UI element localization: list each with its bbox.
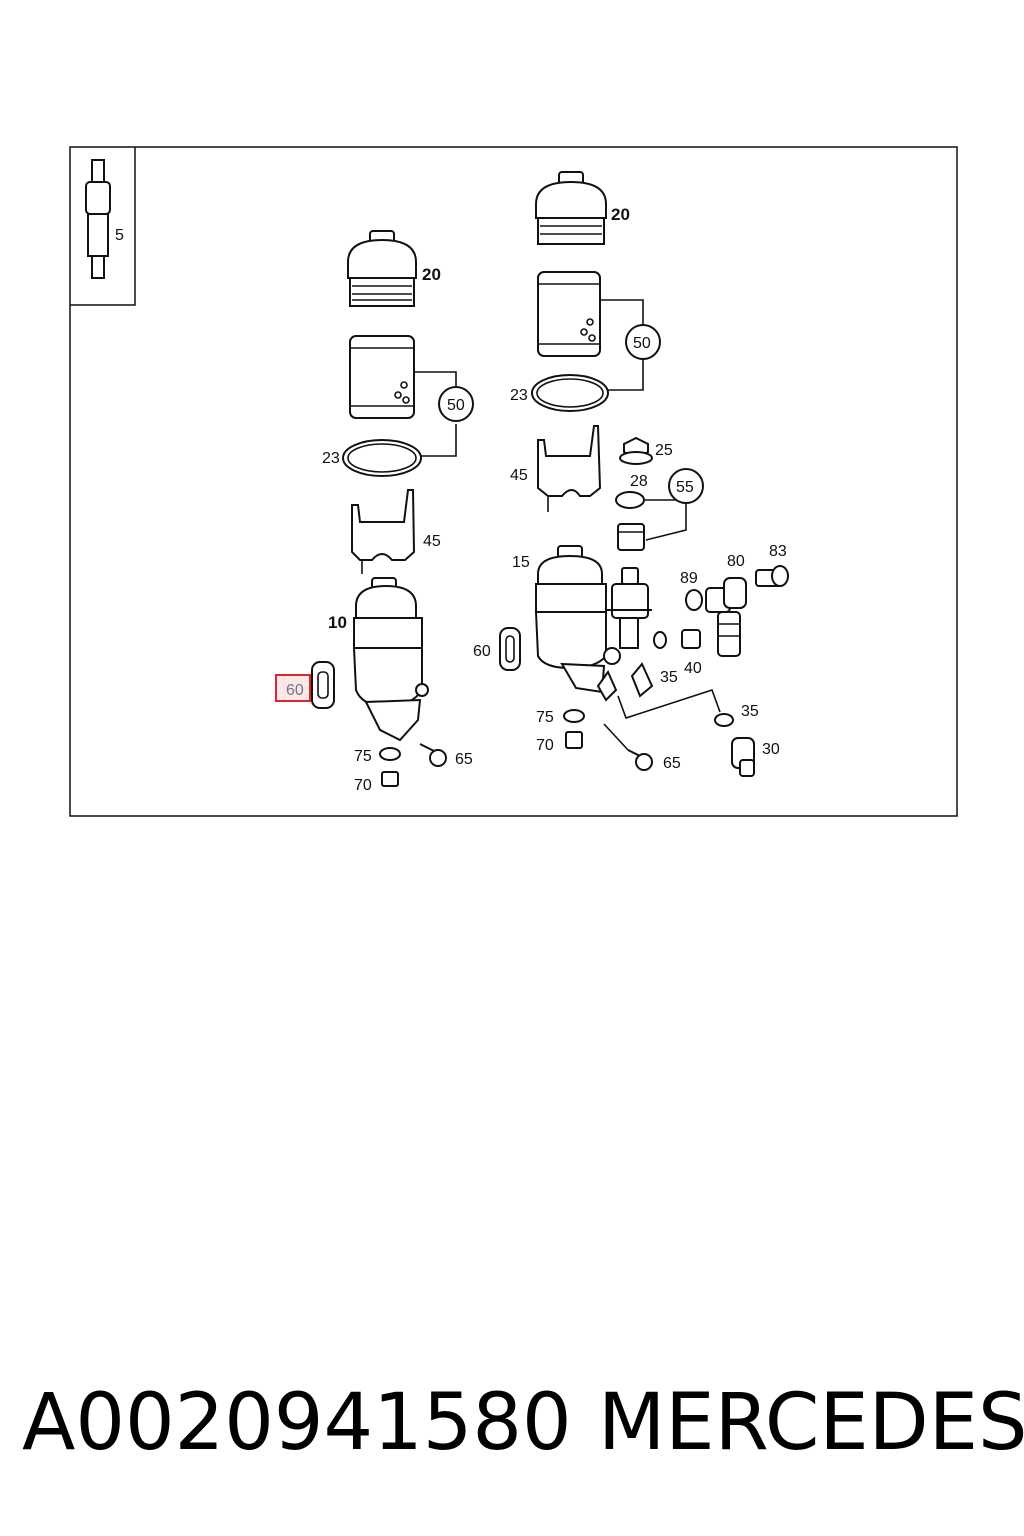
right-ring-23: 23 [510, 374, 609, 412]
left-small-parts: 75 70 65 [354, 743, 473, 794]
label-r-89: 89 [680, 570, 698, 587]
parts-diagram: 5 20 50 23 45 10 [69, 146, 958, 817]
label-r-35b: 35 [741, 703, 759, 720]
label-l-65: 65 [455, 751, 473, 768]
left-filter-element: 50 [349, 335, 474, 457]
right-cap-20: 20 [535, 171, 630, 245]
label-r-20: 20 [611, 205, 630, 224]
right-plug-25: 25 [619, 436, 673, 465]
label-r-50: 50 [633, 335, 651, 352]
inset-part-5: 5 [70, 147, 136, 306]
left-gasket-60: 60 [275, 661, 335, 709]
label-l-45: 45 [423, 533, 441, 550]
label-r-30: 30 [762, 741, 780, 758]
right-bracket-45: 45 [510, 425, 602, 512]
diagram-frame [69, 146, 958, 817]
label-r-23: 23 [510, 387, 528, 404]
label-r-55: 55 [676, 479, 694, 496]
brand-name: MERCEDES [598, 1378, 1024, 1468]
left-housing-10: 10 [328, 577, 429, 742]
highlight-box [275, 674, 311, 702]
left-cap-20: 20 [347, 230, 441, 307]
right-fittings-80-83-89: 89 80 83 [680, 543, 789, 657]
label-l-75: 75 [354, 748, 372, 765]
label-r-25: 25 [655, 442, 673, 459]
label-l-50: 50 [447, 397, 465, 414]
label-r-70: 70 [536, 737, 554, 754]
part-number: A0020941580 [22, 1378, 572, 1468]
label-5: 5 [115, 227, 124, 244]
label-r-15: 15 [512, 554, 530, 571]
label-l-10: 10 [328, 613, 347, 632]
right-seal-28-55: 28 55 [615, 468, 704, 551]
label-r-80: 80 [727, 553, 745, 570]
right-small-parts: 75 70 65 [536, 709, 681, 772]
label-l-20: 20 [422, 265, 441, 284]
label-r-35a: 35 [660, 669, 678, 686]
left-ring-23: 23 [322, 439, 422, 477]
label-r-75: 75 [536, 709, 554, 726]
label-r-83: 83 [769, 543, 787, 560]
label-l-60: 60 [286, 682, 304, 699]
label-r-28: 28 [630, 473, 648, 490]
label-r-65: 65 [663, 755, 681, 772]
right-housing-15: 15 [512, 545, 654, 702]
label-r-40: 40 [684, 660, 702, 677]
label-r-45: 45 [510, 467, 528, 484]
label-r-60: 60 [473, 643, 491, 660]
right-filter-element: 50 [537, 271, 661, 391]
right-parts-40-35: 40 35 35 30 [617, 629, 780, 777]
left-bracket-45: 45 [351, 489, 441, 574]
label-l-23: 23 [322, 450, 340, 467]
label-l-70: 70 [354, 777, 372, 794]
right-gasket-60: 60 [473, 627, 521, 671]
